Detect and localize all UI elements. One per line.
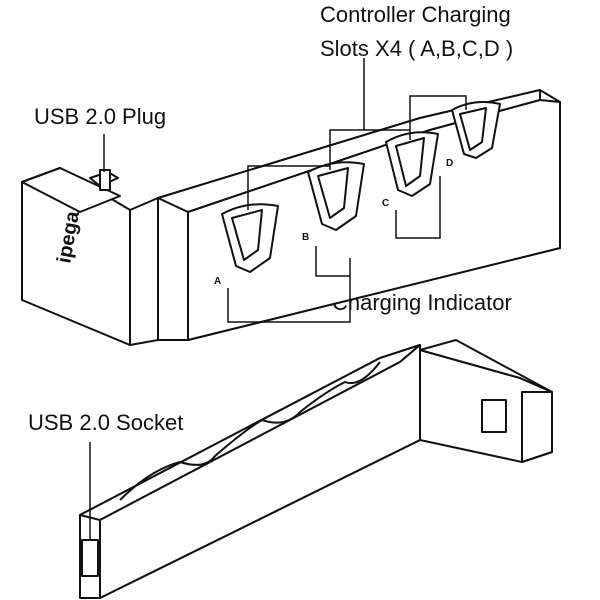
bottom-bar-scallops xyxy=(119,361,381,501)
slot-letter-c: C xyxy=(382,198,389,209)
usb-socket xyxy=(81,539,99,577)
slot-letter-b: B xyxy=(302,232,309,243)
charging-slot-d xyxy=(451,101,501,159)
usb-plug-bottom xyxy=(481,399,507,433)
dock-left-end-block xyxy=(21,167,159,346)
usb-socket-label: USB 2.0 Socket xyxy=(28,410,184,435)
slot-letter-a: A xyxy=(214,276,221,287)
charging-slot-b xyxy=(307,161,365,231)
slot-letter-d: D xyxy=(446,158,453,169)
usb-plug xyxy=(89,169,119,191)
charging-slot-a xyxy=(221,203,279,273)
dock-bottom-bar xyxy=(79,344,421,599)
controller-slots-bracket xyxy=(247,58,467,210)
charging-indicator-bracket xyxy=(227,176,441,323)
controller-slots-label-line2: Slots X4 ( A,B,C,D ) xyxy=(320,36,514,61)
dock-top-bar xyxy=(157,89,561,341)
controller-slots-label-line1: Controller Charging xyxy=(320,2,511,27)
usb-plug-label: USB 2.0 Plug xyxy=(34,104,167,129)
charging-slot-c xyxy=(385,131,439,197)
